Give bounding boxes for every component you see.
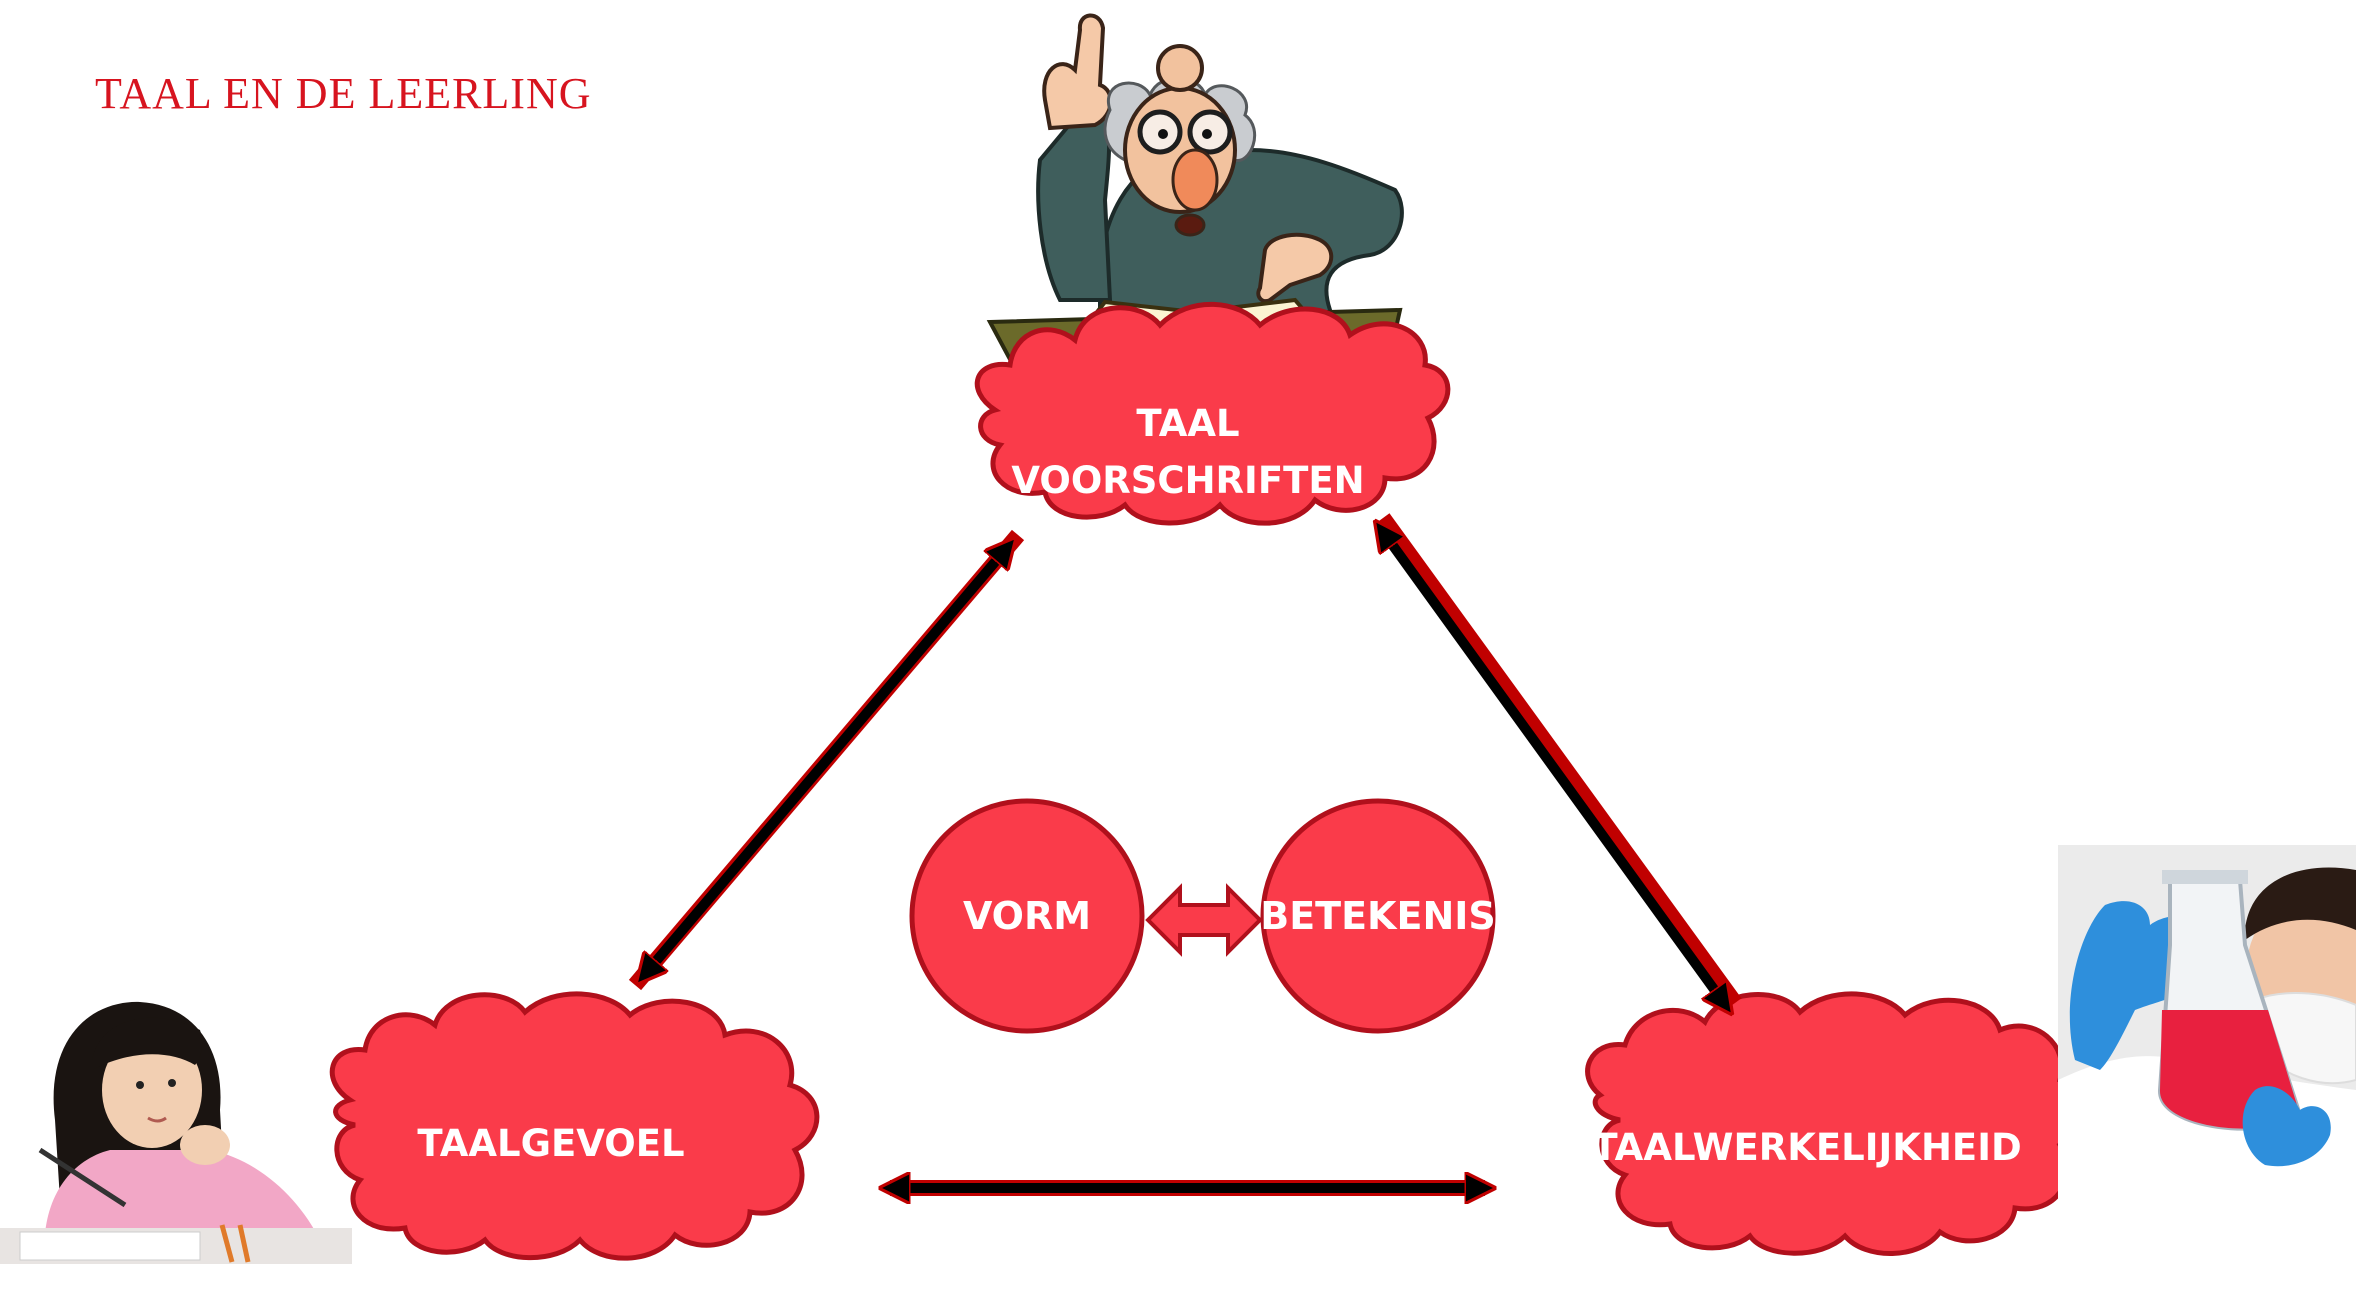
center-label-vorm: VORM bbox=[963, 894, 1091, 938]
circle-vorm: VORM bbox=[909, 798, 1145, 1034]
slide-title: TAAL EN DE LEERLING bbox=[95, 69, 592, 118]
arrow-top-right bbox=[1378, 513, 1742, 1010]
center-label-betekenis: BETEKENIS bbox=[1260, 894, 1496, 938]
scientist-illustration bbox=[2058, 845, 2356, 1289]
cloud-taal-voorschriften: TAAL VOORSCHRIFTEN bbox=[974, 301, 1451, 526]
node-label-taal: TAAL bbox=[1136, 402, 1239, 445]
node-label-voorschriften: VOORSCHRIFTEN bbox=[1011, 459, 1364, 502]
girl-illustration bbox=[0, 1001, 352, 1264]
node-label-taalwerkelijkheid: TAALWERKELIJKHEID bbox=[1592, 1126, 2021, 1169]
arrow-top-left bbox=[628, 529, 1025, 991]
node-label-taalgevoel: TAALGEVOEL bbox=[417, 1122, 684, 1165]
center-double-arrow bbox=[1145, 883, 1263, 957]
cloud-taalgevoel: TAALGEVOEL bbox=[329, 991, 820, 1261]
circle-betekenis: BETEKENIS bbox=[1260, 798, 1496, 1034]
cloud-taalwerkelijkheid: TAALWERKELIJKHEID bbox=[1585, 991, 2085, 1256]
